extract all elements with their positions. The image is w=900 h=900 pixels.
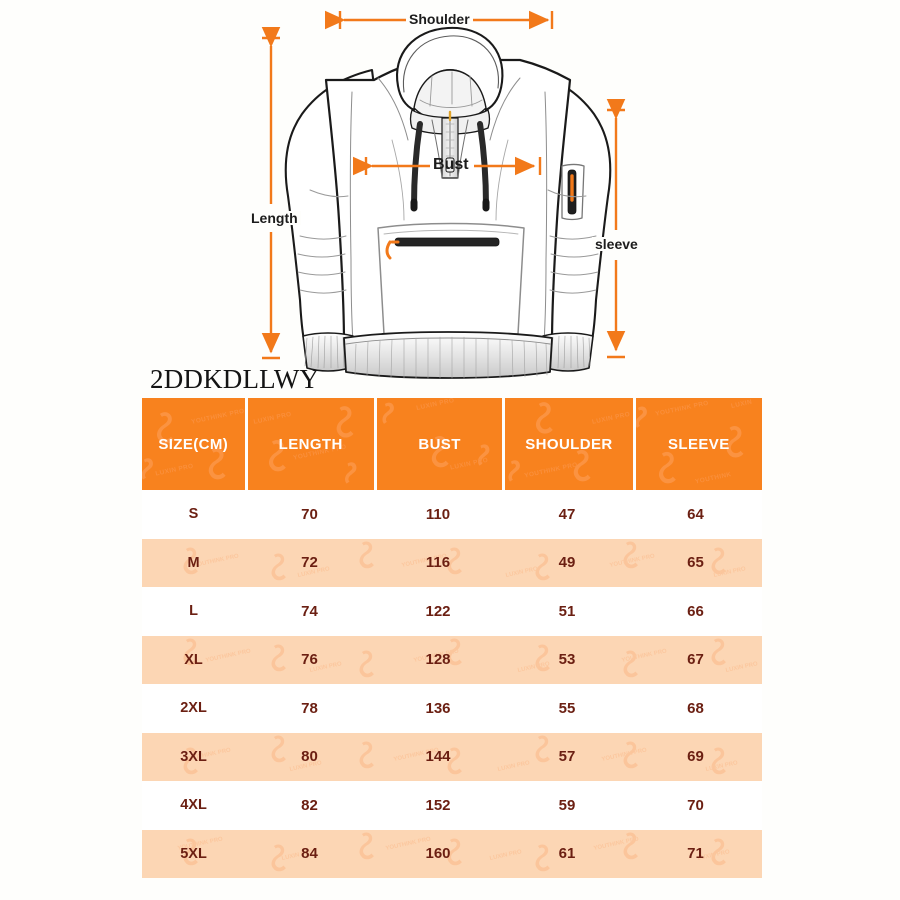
column-header-length: LUXIN PRO YOUTHINK PRO LENGTH (247, 398, 374, 490)
hoodie-drawing (284, 26, 612, 379)
cell-length: 76 (301, 651, 318, 669)
table-header-row: LUXIN PRO YOUTHINK PRO SIZE(CM) LUXIN PR… (142, 398, 762, 490)
cell-sleeve: 67 (687, 651, 704, 669)
cell-size: XL (184, 651, 203, 668)
cell-shoulder: 53 (558, 651, 576, 669)
column-header-size-label: SIZE(CM) (158, 435, 229, 453)
cell-size: 5XL (180, 845, 207, 862)
svg-text:LUXIN: LUXIN (730, 399, 752, 410)
column-header-shoulder: LUXIN PRO YOUTHINK PRO SHOULDER (505, 398, 633, 490)
cell-sleeve: 65 (687, 554, 704, 572)
cell-shoulder: 55 (558, 699, 576, 717)
brand-name: 2DDKDLLWY (150, 364, 320, 394)
label-bust: Bust (433, 156, 469, 173)
table-row: L 74 122 51 66 (142, 587, 762, 636)
cell-length: 72 (301, 554, 318, 572)
garment-illustration: Shoulder Bust Length sleeve (0, 0, 900, 390)
cell-sleeve: 71 (687, 845, 704, 863)
svg-text:YOUTHINK PRO: YOUTHINK PRO (191, 408, 245, 426)
cell-shoulder: 59 (558, 796, 576, 814)
column-header-shoulder-label: SHOULDER (525, 435, 613, 453)
svg-text:LUXIN PRO: LUXIN PRO (449, 457, 488, 472)
bust-arrow (352, 156, 542, 176)
svg-text:LUXIN PRO: LUXIN PRO (416, 398, 455, 412)
cell-shoulder: 61 (558, 845, 576, 863)
cell-size: 3XL (180, 748, 207, 765)
cell-bust: 128 (425, 651, 451, 669)
table-row: S 70 110 47 64 (142, 490, 762, 539)
cell-bust: 152 (425, 796, 451, 814)
label-length: Length (248, 211, 301, 225)
svg-text:LUXIN PRO: LUXIN PRO (592, 411, 631, 426)
svg-text:YOUTHINK: YOUTHINK (694, 471, 732, 486)
measurement-arrows (261, 10, 626, 360)
cell-size: 2XL (180, 700, 207, 717)
cell-sleeve: 68 (687, 699, 704, 717)
cell-sleeve: 64 (687, 505, 704, 523)
cell-length: 82 (301, 796, 318, 814)
cell-length: 70 (301, 505, 318, 523)
size-table: LUXIN PRO YOUTHINK PRO SIZE(CM) LUXIN PR… (142, 398, 762, 878)
label-sleeve: sleeve (592, 237, 641, 251)
cell-bust: 136 (425, 699, 451, 717)
cell-length: 78 (301, 699, 318, 717)
column-header-sleeve-label: SLEEVE (668, 435, 730, 453)
cell-bust: 144 (425, 748, 451, 766)
svg-text:YOUTHINK PRO: YOUTHINK PRO (654, 400, 709, 418)
cell-length: 80 (301, 748, 318, 766)
column-header-size: LUXIN PRO YOUTHINK PRO SIZE(CM) (142, 398, 245, 490)
cell-sleeve: 69 (687, 748, 704, 766)
cell-length: 84 (301, 845, 318, 863)
cell-bust: 116 (425, 554, 451, 572)
column-header-bust: LUXIN PRO LUXIN PRO BUST (376, 398, 503, 490)
cell-size: 4XL (180, 797, 207, 814)
column-header-bust-label: BUST (418, 435, 461, 453)
cell-bust: 122 (425, 602, 451, 620)
cell-shoulder: 49 (558, 554, 576, 572)
cell-bust: 110 (425, 505, 451, 523)
cell-shoulder: 47 (558, 505, 576, 523)
length-arrow (261, 26, 281, 360)
sleeve-arrow (606, 98, 626, 359)
cell-bust: 160 (425, 845, 451, 863)
cell-size: L (189, 603, 198, 620)
table-row: 2XL 78 136 55 68 (142, 684, 762, 733)
cell-size: S (188, 506, 199, 523)
label-shoulder: Shoulder (406, 12, 473, 26)
table-row: 4XL 82 152 59 70 (142, 781, 762, 830)
cell-sleeve: 70 (687, 796, 704, 814)
cell-shoulder: 57 (558, 748, 576, 766)
cell-length: 74 (301, 602, 318, 620)
svg-text:LUXIN PRO: LUXIN PRO (252, 411, 291, 426)
svg-text:YOUTHINK PRO: YOUTHINK PRO (524, 461, 579, 479)
cell-size: M (187, 554, 200, 571)
svg-text:LUXIN PRO: LUXIN PRO (155, 463, 194, 478)
cell-shoulder: 51 (558, 602, 576, 620)
column-header-sleeve: YOUTHINK PRO YOUTHINK LUXIN SLEEVE (635, 398, 762, 490)
column-header-length-label: LENGTH (278, 435, 343, 453)
cell-sleeve: 66 (687, 602, 704, 620)
